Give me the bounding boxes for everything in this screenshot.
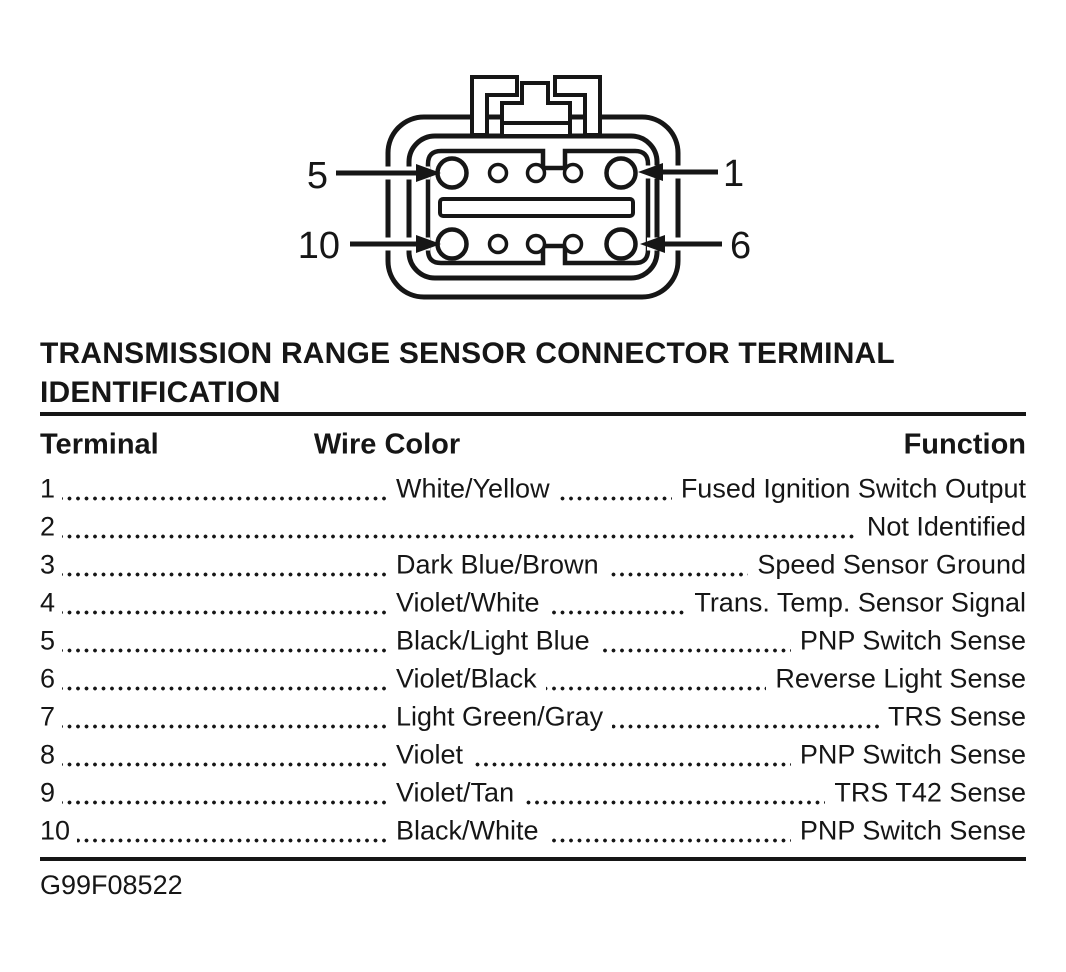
figure-id: G99F08522 (40, 870, 183, 900)
function-cell: PNP Switch Sense (790, 739, 1026, 771)
table-row: 10 Black/White PNP Switch Sense (40, 812, 1026, 850)
pin-1 (604, 156, 638, 190)
wire-color-cell: Violet (387, 739, 473, 771)
pin-5-label: 5 (307, 155, 328, 197)
wire-color-cell: Light Green/Gray (387, 701, 613, 733)
terminal-cell: 9 (40, 777, 63, 809)
table-row: 9 Violet/Tan TRS T42 Sense (40, 774, 1026, 812)
pin-number-labels: 5 1 10 6 (298, 153, 751, 267)
latch-left-hook (470, 75, 519, 137)
small-pin (525, 162, 547, 184)
function-cell: PNP Switch Sense (790, 815, 1026, 847)
pin-6 (604, 227, 638, 261)
table-row: 4 Violet/White Trans. Temp. Sensor Signa… (40, 584, 1026, 622)
function-cell: TRS Sense (878, 701, 1026, 733)
column-header-function: Function (903, 428, 1026, 461)
divider-top (40, 412, 1026, 416)
wire-color-cell: Black/Light Blue (387, 625, 599, 657)
terminal-cell: 5 (40, 625, 63, 657)
pin-6-label: 6 (730, 225, 751, 267)
function-cell: TRS T42 Sense (825, 777, 1026, 809)
connector-pins (435, 156, 638, 261)
terminal-cell: 7 (40, 701, 63, 733)
terminal-cell: 10 (40, 815, 78, 847)
small-pin (487, 233, 509, 255)
table-row: 5 Black/Light Blue PNP Switch Sense (40, 622, 1026, 660)
pin-1-label: 1 (723, 153, 744, 195)
terminal-cell: 8 (40, 739, 63, 771)
connector-latch (470, 75, 602, 138)
dot-leader (42, 762, 1026, 767)
terminal-table: 1 White/Yellow Fused Ignition Switch Out… (40, 470, 1026, 850)
pin-6-arrow (640, 235, 722, 253)
connector-diagram: 5 1 10 6 (298, 75, 751, 300)
table-row: 3 Dark Blue/Brown Speed Sensor Ground (40, 546, 1026, 584)
wire-color-cell: Violet/Black (387, 663, 546, 695)
callout-arrows (336, 163, 722, 253)
dot-leader (42, 800, 1026, 805)
terminal-cell: 2 (40, 511, 63, 543)
function-cell: PNP Switch Sense (790, 625, 1026, 657)
dot-leader (42, 534, 1026, 539)
connector-body (385, 114, 681, 300)
table-row: 1 White/Yellow Fused Ignition Switch Out… (40, 470, 1026, 508)
wire-color-cell: Violet/White (387, 587, 549, 619)
column-header-wire-color: Wire Color (313, 428, 461, 461)
center-slot (438, 197, 635, 218)
latch-right-hook (553, 75, 602, 137)
wire-color-cell: Dark Blue/Brown (387, 549, 608, 581)
pin-10-label: 10 (298, 225, 340, 267)
pin-10 (435, 227, 469, 261)
page-title: TRANSMISSION RANGE SENSOR CONNECTOR TERM… (40, 337, 895, 409)
terminal-cell: 3 (40, 549, 63, 581)
column-header-terminal: Terminal (40, 428, 159, 461)
wire-color-cell: Violet/Tan (387, 777, 524, 809)
small-pin (562, 162, 584, 184)
table-row: 8 Violet PNP Switch Sense (40, 736, 1026, 774)
function-cell: Reverse Light Sense (766, 663, 1026, 695)
small-pin (562, 233, 584, 255)
small-pin (487, 162, 509, 184)
pin-5-arrow (336, 164, 441, 182)
table-row: 2 Not Identified (40, 508, 1026, 546)
wire-color-cell: Black/White (387, 815, 548, 847)
divider-bottom (40, 857, 1026, 861)
terminal-cell: 6 (40, 663, 63, 695)
table-row: 6 Violet/Black Reverse Light Sense (40, 660, 1026, 698)
small-pin (525, 233, 547, 255)
function-cell: Speed Sensor Ground (748, 549, 1026, 581)
terminal-cell: 1 (40, 473, 63, 505)
table-row: 7 Light Green/Gray TRS Sense (40, 698, 1026, 736)
function-cell: Trans. Temp. Sensor Signal (685, 587, 1026, 619)
pin-plate-outline (425, 148, 651, 266)
pin-10-arrow (350, 235, 441, 253)
pin-1-arrow (638, 163, 718, 181)
terminal-cell: 4 (40, 587, 63, 619)
pin-5 (435, 156, 469, 190)
wire-color-cell: White/Yellow (387, 473, 559, 505)
function-cell: Not Identified (857, 511, 1026, 543)
function-cell: Fused Ignition Switch Output (671, 473, 1026, 505)
table-header-row: Terminal Wire Color Function (40, 424, 1026, 466)
